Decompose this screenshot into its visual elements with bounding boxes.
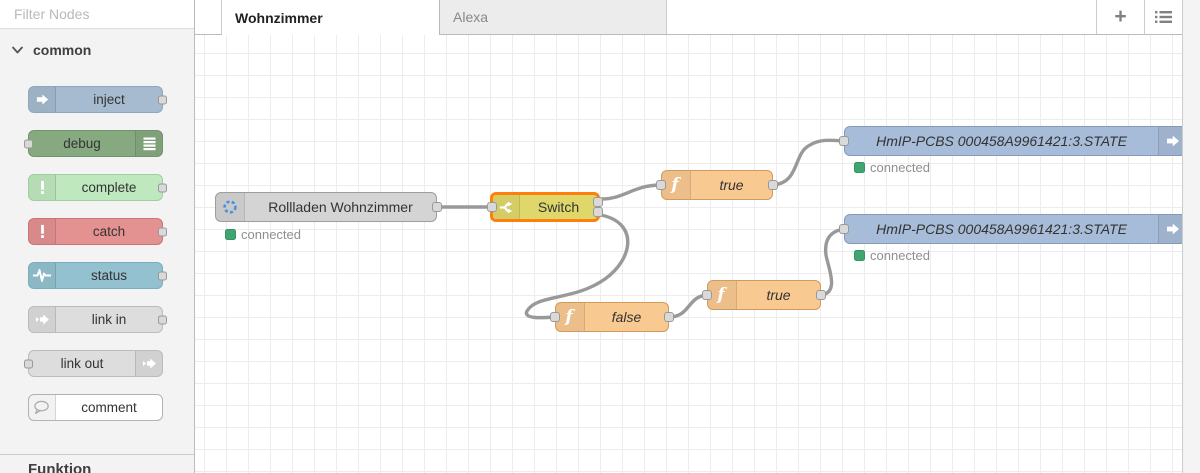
wire-switch-out1-to-true [600, 183, 662, 201]
flow-node-switch[interactable]: Switch [487, 192, 603, 222]
wire-true2-to-hmip2 [820, 227, 845, 297]
input-port[interactable] [839, 224, 849, 234]
tab-bar-stub [195, 0, 222, 34]
status-dot-icon [225, 229, 236, 240]
list-menu-icon [1155, 11, 1172, 23]
palette-search-input[interactable] [14, 6, 194, 22]
palette-node-list: inject debug complete [0, 68, 194, 421]
function-icon: f [708, 281, 737, 309]
canvas-scroll-gutter[interactable] [1182, 0, 1200, 473]
node-status: connected [225, 227, 301, 242]
node-status: connected [854, 160, 930, 175]
tab-wohnzimmer[interactable]: Wohnzimmer [222, 0, 440, 35]
input-port[interactable] [487, 202, 497, 212]
output-port[interactable] [432, 202, 442, 212]
link-arrow-icon [135, 351, 162, 376]
flow-node-rollladen-wohnzimmer[interactable]: Rollladen Wohnzimmer [215, 192, 442, 222]
flow-tab-bar: Wohnzimmer Alexa + [195, 0, 1182, 35]
add-flow-button[interactable]: + [1096, 0, 1144, 34]
output-port[interactable] [816, 290, 826, 300]
palette-node-link-in[interactable]: link in [28, 306, 167, 333]
tab-alexa[interactable]: Alexa [440, 0, 667, 34]
switch-fork-icon [493, 195, 520, 219]
palette-divider [0, 454, 194, 455]
function-icon: f [556, 303, 585, 331]
flow-node-hmip-pcbs-2[interactable]: HmIP-PCBS 000458A9961421:3.STATE [839, 214, 1182, 244]
output-port[interactable] [158, 95, 167, 104]
palette-sidebar: common inject debug [0, 0, 195, 473]
output-port-1[interactable] [593, 197, 603, 207]
input-port[interactable] [24, 359, 33, 368]
node-label: true [719, 177, 744, 193]
flow-node-function-false[interactable]: f false [550, 302, 674, 332]
exclamation-icon [29, 175, 56, 200]
palette-node-label: status [90, 268, 128, 283]
inject-arrow-icon [29, 87, 56, 112]
palette-node-complete[interactable]: complete [28, 174, 167, 201]
palette-node-comment[interactable]: comment [28, 394, 163, 421]
node-label: Switch [537, 199, 580, 215]
output-port[interactable] [768, 180, 778, 190]
palette-node-label: link in [91, 312, 127, 327]
palette-node-label: catch [92, 224, 126, 239]
palette-node-status[interactable]: status [28, 262, 167, 289]
input-port[interactable] [702, 290, 712, 300]
palette-node-inject[interactable]: inject [28, 86, 167, 113]
node-label: true [766, 287, 791, 303]
input-port[interactable] [839, 136, 849, 146]
arrow-right-icon [1158, 127, 1182, 155]
node-label: HmIP-PCBS 000458A9961421:3.STATE [876, 133, 1127, 149]
output-port[interactable] [158, 271, 167, 280]
palette-node-link-out[interactable]: link out [24, 350, 163, 377]
output-port[interactable] [158, 315, 167, 324]
chevron-down-icon [12, 46, 23, 54]
palette-node-label: link out [60, 356, 104, 371]
exclamation-icon [29, 219, 56, 244]
list-lines-icon [135, 131, 162, 156]
flow-node-function-true-upper[interactable]: f true [656, 170, 778, 200]
palette-category-funktion[interactable]: Funktion [28, 461, 92, 473]
input-port[interactable] [550, 312, 560, 322]
pulse-icon [29, 263, 56, 288]
output-port[interactable] [158, 183, 167, 192]
node-label: HmIP-PCBS 000458A9961421:3.STATE [876, 221, 1127, 237]
link-arrow-icon [29, 307, 56, 332]
flow-node-hmip-pcbs-1[interactable]: HmIP-PCBS 000458A9961421:3.STATE [839, 126, 1182, 156]
wire-true-to-hmip1 [772, 138, 845, 187]
input-port[interactable] [656, 180, 666, 190]
palette-node-label: complete [81, 180, 137, 195]
flow-canvas[interactable]: Rollladen Wohnzimmer connected Switch [195, 35, 1182, 473]
palette-node-label: debug [63, 136, 101, 151]
wires-layer [436, 138, 845, 320]
status-text: connected [870, 248, 930, 263]
palette-category-common[interactable]: common [0, 29, 194, 68]
category-label: common [33, 42, 92, 58]
output-port[interactable] [664, 312, 674, 322]
palette-node-label: inject [93, 92, 125, 107]
status-dot-icon [854, 162, 865, 173]
flow-node-function-true-lower[interactable]: f true [702, 280, 826, 310]
comment-bubble-icon [29, 395, 56, 420]
function-icon: f [662, 171, 691, 199]
tab-label: Alexa [453, 9, 489, 25]
output-port-2[interactable] [593, 207, 603, 217]
status-dot-icon [854, 250, 865, 261]
output-port[interactable] [158, 227, 167, 236]
status-text: connected [870, 160, 930, 175]
palette-node-label: comment [81, 400, 137, 415]
palette-search [0, 0, 194, 29]
homematic-icon [216, 193, 245, 221]
plus-icon: + [1114, 5, 1127, 28]
node-status: connected [854, 248, 930, 263]
palette-node-debug[interactable]: debug [24, 130, 163, 157]
palette-node-catch[interactable]: catch [28, 218, 167, 245]
input-port[interactable] [24, 139, 33, 148]
node-label: Rollladen Wohnzimmer [268, 199, 413, 215]
flow-list-button[interactable] [1144, 0, 1182, 34]
arrow-right-icon [1158, 215, 1182, 243]
tab-label: Wohnzimmer [235, 9, 323, 26]
node-label: false [611, 309, 642, 325]
status-text: connected [241, 227, 301, 242]
